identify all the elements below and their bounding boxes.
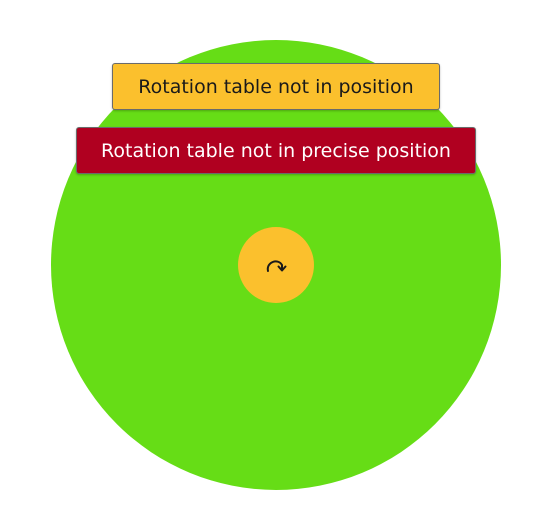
rotate-button[interactable]: [238, 227, 314, 303]
status-not-in-precise-position-banner: Rotation table not in precise position: [76, 127, 476, 174]
rotate-clockwise-icon: [266, 260, 287, 272]
status-not-in-position-banner: Rotation table not in position: [112, 63, 440, 110]
